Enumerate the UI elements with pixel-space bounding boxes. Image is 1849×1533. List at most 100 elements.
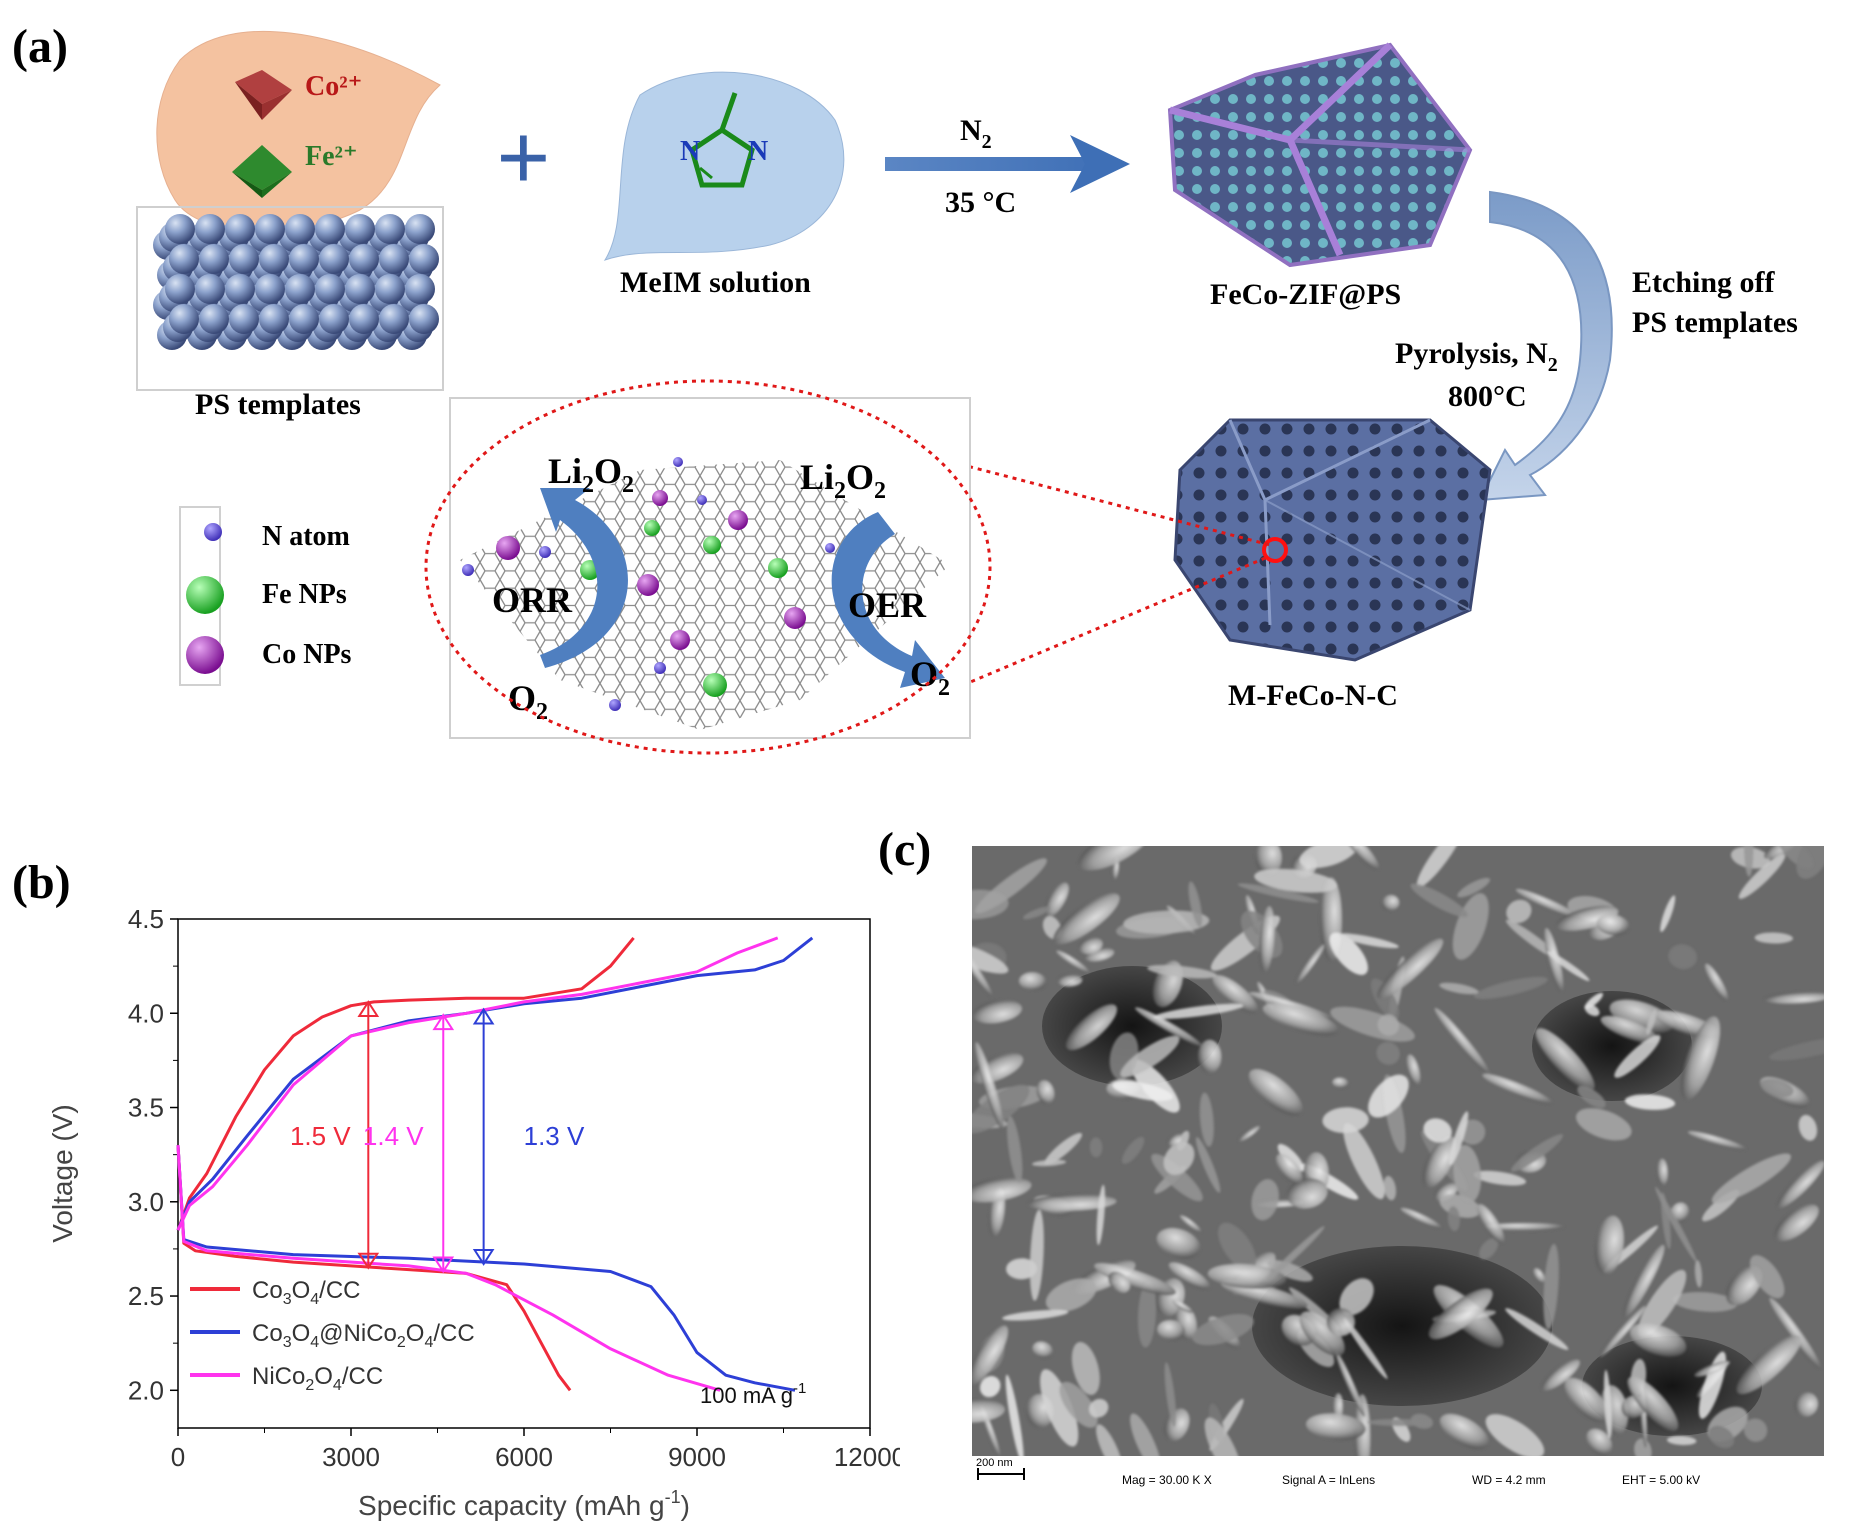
sem-flake	[1078, 846, 1151, 871]
nanoparticle	[496, 536, 520, 560]
ps-sphere	[349, 244, 379, 274]
sem-flake	[1255, 846, 1282, 875]
sem-flake	[1032, 1159, 1067, 1167]
ps-sphere	[349, 304, 379, 334]
nanoparticle	[609, 699, 621, 711]
ps-sphere	[225, 214, 255, 244]
x-tick-label: 12000	[834, 1442, 900, 1472]
sem-flake	[1277, 1143, 1304, 1172]
sem-flake	[1603, 1369, 1612, 1439]
sem-flake	[1135, 1007, 1202, 1046]
arrow-gas-label: N2	[960, 114, 992, 153]
sem-flake	[1600, 1015, 1659, 1044]
gap-arrowhead	[432, 1013, 455, 1031]
sem-flake	[1027, 1193, 1117, 1212]
legend-fe-np-label: Fe NPs	[262, 579, 347, 610]
sem-flake	[1032, 1341, 1054, 1359]
pyrolysis-line1: Pyrolysis, N2	[1395, 337, 1558, 376]
sem-flake	[1212, 975, 1258, 1014]
voltage-gap-label: 1.5 V	[290, 1121, 351, 1151]
series-line-discharge	[176, 1145, 572, 1392]
gap-arrowhead	[472, 1248, 495, 1266]
sem-flake	[1434, 1007, 1490, 1075]
ps-sphere	[225, 274, 255, 304]
co-ion-label: Co²⁺	[305, 71, 362, 102]
sem-flake	[1370, 978, 1400, 1020]
voltage-gap-label: 1.4 V	[363, 1121, 424, 1151]
sem-flake	[1484, 1222, 1565, 1231]
sem-flake	[1423, 1118, 1452, 1143]
inset-li2o2-right: Li2O2	[800, 457, 886, 504]
meim-molecule-icon	[689, 92, 755, 188]
sem-flake	[1002, 1309, 1069, 1321]
ps-template-frame	[136, 206, 444, 391]
sem-flake	[1547, 951, 1590, 981]
sem-flake	[1541, 1359, 1580, 1391]
sem-flake	[1078, 937, 1103, 955]
panel-c-label: (c)	[878, 823, 932, 876]
sem-flake	[1121, 1136, 1145, 1164]
ps-sphere	[405, 274, 435, 304]
sem-flake	[1156, 1227, 1201, 1259]
sem-flake	[1535, 1028, 1595, 1091]
y-tick-label: 2.0	[128, 1375, 164, 1405]
sem-flake	[1040, 1369, 1079, 1447]
inset-o2-right: O2	[910, 654, 950, 701]
sem-flake	[1179, 1215, 1202, 1233]
sem-flake	[1687, 1131, 1747, 1150]
ps-sphere	[229, 244, 259, 274]
sem-mag: Mag = 30.00 K X	[1122, 1473, 1212, 1487]
sem-flake	[1171, 1299, 1193, 1313]
sem-flake	[1738, 854, 1786, 899]
sem-flake	[1794, 1392, 1819, 1417]
sem-flake	[1449, 1111, 1469, 1166]
sem-flake	[1237, 883, 1319, 903]
ps-sphere	[379, 244, 409, 274]
ps-sphere	[315, 274, 345, 304]
y-tick-label: 4.0	[128, 998, 164, 1028]
fe-octahedron-icon	[232, 145, 292, 198]
ps-sphere	[195, 214, 225, 244]
sem-flake	[1422, 1136, 1457, 1188]
ps-sphere	[289, 304, 319, 334]
sem-flake	[1400, 1207, 1442, 1229]
zif-label: FeCo-ZIF@PS	[1210, 278, 1401, 311]
sem-flake	[1056, 950, 1090, 974]
sem-flake	[1410, 883, 1468, 918]
sem-flake	[1711, 1153, 1791, 1204]
sem-flake	[1299, 846, 1358, 869]
inset-oer: OER	[848, 585, 927, 625]
y-tick-label: 3.0	[128, 1187, 164, 1217]
sem-flake	[1383, 1175, 1397, 1201]
sem-flake	[1584, 1004, 1600, 1017]
y-tick-label: 4.5	[128, 904, 164, 934]
sem-flake	[1439, 982, 1479, 995]
sem-flake	[1660, 895, 1676, 932]
sem-flake	[972, 940, 1009, 974]
sem-flake	[1326, 1307, 1355, 1337]
nanoparticle	[654, 662, 666, 674]
sem-flake	[1749, 1255, 1785, 1299]
arrow-temp-label: 35 °C	[945, 186, 1016, 219]
sem-flake	[1646, 1009, 1657, 1035]
series-line-charge	[176, 936, 814, 1231]
sem-flake	[1163, 1142, 1195, 1175]
legend-co-np-label: Co NPs	[262, 639, 352, 670]
sem-flake	[1299, 1311, 1345, 1357]
sem-flake	[1479, 1238, 1499, 1260]
sem-flake	[1029, 1209, 1044, 1301]
rate-label: 100 mA g-1	[700, 1380, 806, 1408]
sem-flake	[1556, 905, 1619, 931]
sem-flake	[1251, 1179, 1279, 1221]
ps-sphere	[379, 304, 409, 334]
sem-flake	[1343, 1317, 1388, 1380]
sem-flake	[975, 1042, 1004, 1131]
sem-flake	[1680, 1016, 1721, 1100]
sem-flake	[975, 858, 1047, 914]
plus-sign: +	[496, 104, 551, 211]
ps-sphere	[255, 274, 285, 304]
sem-flake	[1108, 1271, 1131, 1293]
fe-ion-label: Fe²⁺	[305, 141, 358, 172]
sem-flake	[1406, 1054, 1421, 1086]
